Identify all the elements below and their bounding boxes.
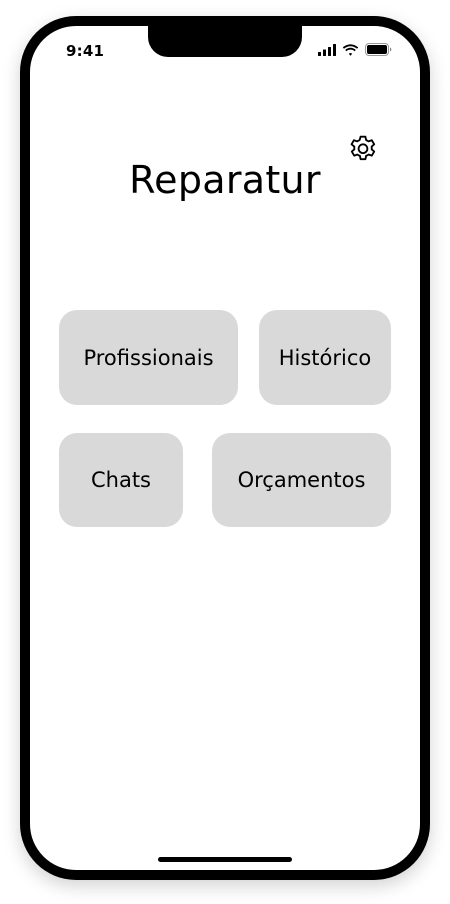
profissionais-label: Profissionais xyxy=(83,345,214,370)
wifi-icon xyxy=(342,43,359,56)
status-time: 9:41 xyxy=(66,42,105,60)
historico-button[interactable]: Histórico xyxy=(259,310,391,405)
app-screen: 9:41 Repa xyxy=(30,26,420,870)
page-title: Reparatur xyxy=(129,158,321,202)
chats-label: Chats xyxy=(90,468,152,492)
battery-icon xyxy=(365,43,392,56)
orcamentos-button[interactable]: Orçamentos xyxy=(212,433,391,527)
home-indicator[interactable] xyxy=(158,857,292,862)
chats-button[interactable]: Chats xyxy=(59,433,183,527)
phone-frame: 9:41 Repa xyxy=(20,16,430,880)
settings-button[interactable] xyxy=(346,133,380,167)
profissionais-button[interactable]: Profissionais xyxy=(59,310,238,405)
notch xyxy=(148,26,302,57)
gear-icon xyxy=(350,135,376,161)
historico-label: Histórico xyxy=(278,345,372,370)
orcamentos-label: Orçamentos xyxy=(237,468,366,492)
signal-icon xyxy=(318,43,336,56)
status-icons xyxy=(318,43,392,56)
